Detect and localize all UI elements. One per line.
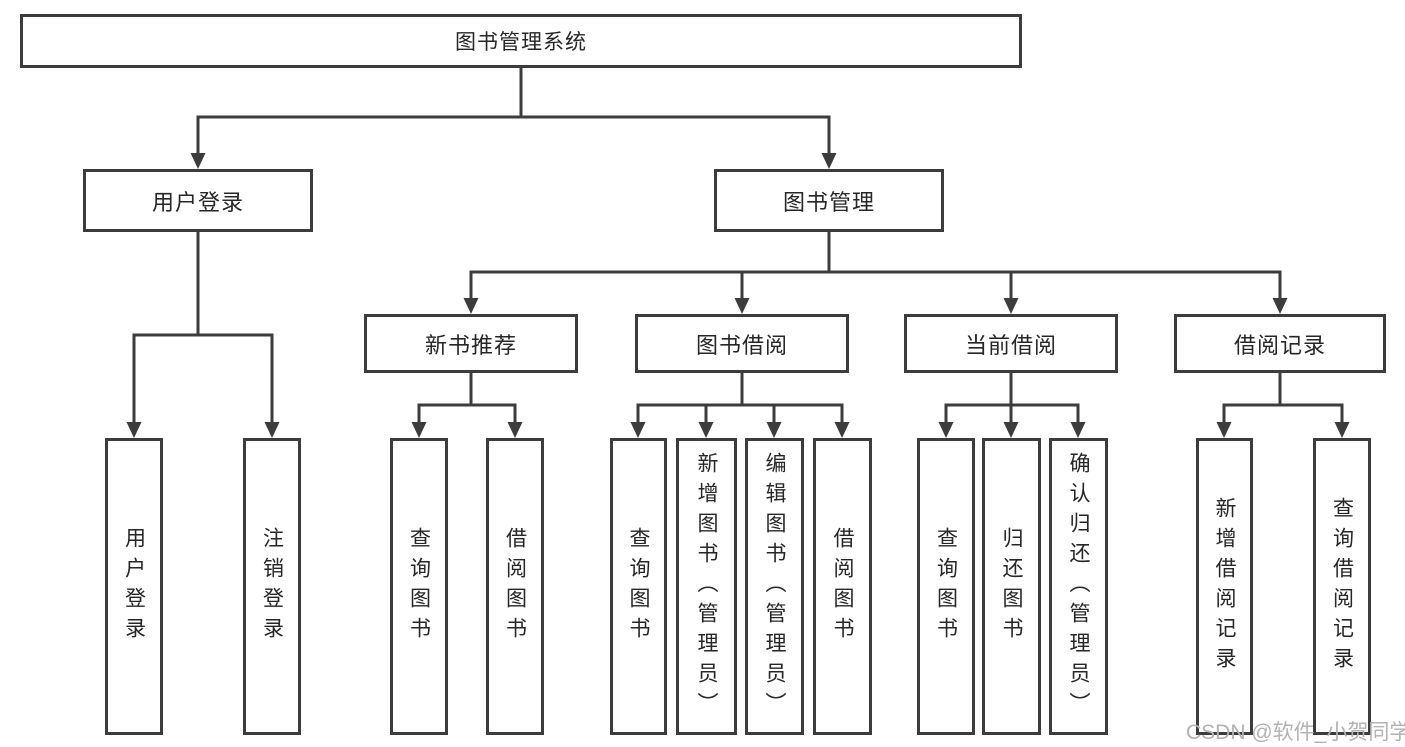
node-label: 图书管理 (782, 189, 875, 215)
node-label: 图书管理系统 (455, 31, 587, 54)
node-label: 新增图书（管理员） (695, 451, 718, 722)
node-label: 查询图书 (934, 526, 958, 647)
leaf-borrowing-borrow-books: 借阅图书 (813, 438, 872, 735)
node-label: 用户登录 (151, 189, 244, 215)
leaf-recommend-borrow-books: 借阅图书 (486, 438, 544, 735)
node-current-borrowing: 当前借阅 (904, 314, 1118, 373)
leaf-records-add-borrow-record: 新增借阅记录 (1196, 438, 1253, 735)
arrowheads (126, 153, 1350, 438)
leaf-user-login: 用户登录 (105, 438, 163, 735)
node-label: 归还图书 (1000, 526, 1023, 647)
node-user-login: 用户登录 (83, 169, 313, 232)
node-book-management: 图书管理 (714, 169, 944, 232)
node-label: 注销登录 (260, 526, 284, 647)
node-label: 查询图书 (627, 526, 650, 647)
csdn-watermark: CSDN @软件_小贺同学 (1186, 721, 1405, 744)
node-label: 图书借阅 (695, 332, 788, 358)
node-label: 借阅记录 (1233, 332, 1326, 358)
node-label: 当前借阅 (964, 332, 1057, 358)
node-new-book-recommend: 新书推荐 (364, 314, 578, 373)
leaf-borrowing-add-books-admin: 新增图书（管理员） (676, 438, 737, 735)
node-label: 用户登录 (122, 526, 146, 647)
node-book-borrowing: 图书借阅 (635, 314, 849, 373)
node-label: 新书推荐 (424, 332, 517, 358)
node-label: 编辑图书（管理员） (763, 451, 786, 722)
node-label: 查询借阅记录 (1330, 496, 1354, 677)
node-library-management-system: 图书管理系统 (20, 14, 1022, 68)
node-label: 借阅图书 (503, 526, 527, 647)
node-label: 查询图书 (407, 526, 431, 647)
leaf-current-query-books: 查询图书 (917, 438, 975, 735)
leaf-records-query-borrow-record: 查询借阅记录 (1313, 438, 1371, 735)
node-label: 新增借阅记录 (1213, 496, 1236, 677)
leaf-current-return-books: 归还图书 (982, 438, 1041, 735)
leaf-borrowing-edit-books-admin: 编辑图书（管理员） (745, 438, 804, 735)
node-borrow-records: 借阅记录 (1174, 314, 1386, 373)
leaf-current-confirm-return-admin: 确认归还（管理员） (1049, 438, 1108, 735)
leaf-logout: 注销登录 (243, 438, 301, 735)
node-label: 借阅图书 (831, 526, 854, 647)
leaf-recommend-query-books: 查询图书 (390, 438, 448, 735)
node-label: 确认归还（管理员） (1067, 451, 1090, 722)
leaf-borrowing-query-books: 查询图书 (610, 438, 667, 735)
